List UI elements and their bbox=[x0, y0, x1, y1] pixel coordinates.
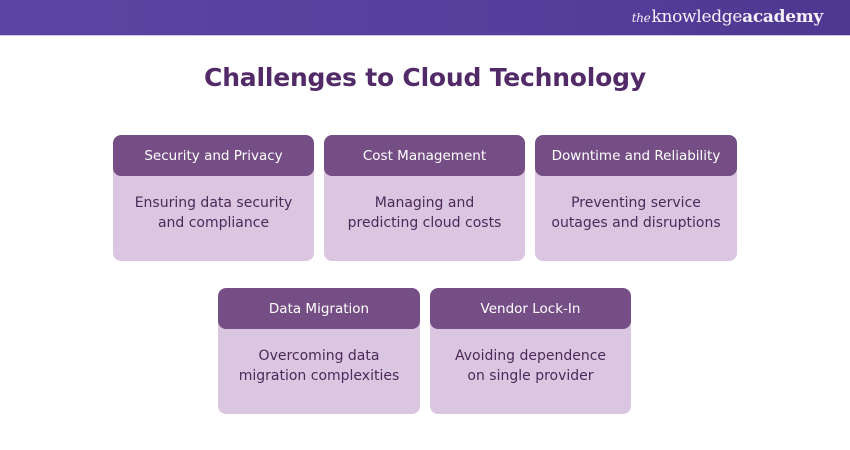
card-description: Overcoming data migration complexities bbox=[218, 329, 420, 414]
brand-logo: theknowledgeacademy bbox=[631, 7, 824, 27]
challenge-card-migration: Data Migration Overcoming data migration… bbox=[218, 288, 420, 414]
card-description-line: and compliance bbox=[157, 214, 270, 231]
challenge-card-downtime: Downtime and Reliability Preventing serv… bbox=[535, 135, 737, 261]
card-description: Ensuring data security and compliance bbox=[113, 176, 314, 261]
challenge-card-cost: Cost Management Managing and predicting … bbox=[324, 135, 525, 261]
challenge-card-security: Security and Privacy Ensuring data secur… bbox=[113, 135, 314, 261]
card-description-line: Avoiding dependence bbox=[454, 347, 607, 364]
diagram-title: Challenges to Cloud Technology bbox=[204, 63, 646, 92]
card-description-line: Managing and bbox=[374, 194, 475, 211]
card-description-line: Ensuring data security bbox=[134, 194, 293, 211]
card-heading: Downtime and Reliability bbox=[535, 135, 737, 176]
card-description: Avoiding dependence on single provider bbox=[430, 329, 631, 414]
card-description: Preventing service outages and disruptio… bbox=[535, 176, 737, 261]
card-description-line: migration complexities bbox=[238, 367, 400, 384]
logo-prefix: the bbox=[631, 11, 651, 25]
card-description-line: Preventing service bbox=[571, 194, 701, 211]
card-heading: Data Migration bbox=[218, 288, 420, 329]
card-description-line: predicting cloud costs bbox=[347, 214, 502, 231]
logo-word-academy: academy bbox=[742, 7, 823, 27]
card-heading: Cost Management bbox=[324, 135, 525, 176]
card-description-line: outages and disruptions bbox=[551, 214, 721, 231]
challenge-card-vendor-lock-in: Vendor Lock-In Avoiding dependence on si… bbox=[430, 288, 631, 414]
card-description: Managing and predicting cloud costs bbox=[324, 176, 525, 261]
card-heading: Security and Privacy bbox=[113, 135, 314, 176]
logo-word-knowledge: knowledge bbox=[651, 7, 743, 27]
card-description-line: Overcoming data bbox=[258, 347, 380, 364]
card-heading: Vendor Lock-In bbox=[430, 288, 631, 329]
card-description-line: on single provider bbox=[467, 367, 594, 384]
header-banner: theknowledgeacademy bbox=[0, 0, 850, 36]
